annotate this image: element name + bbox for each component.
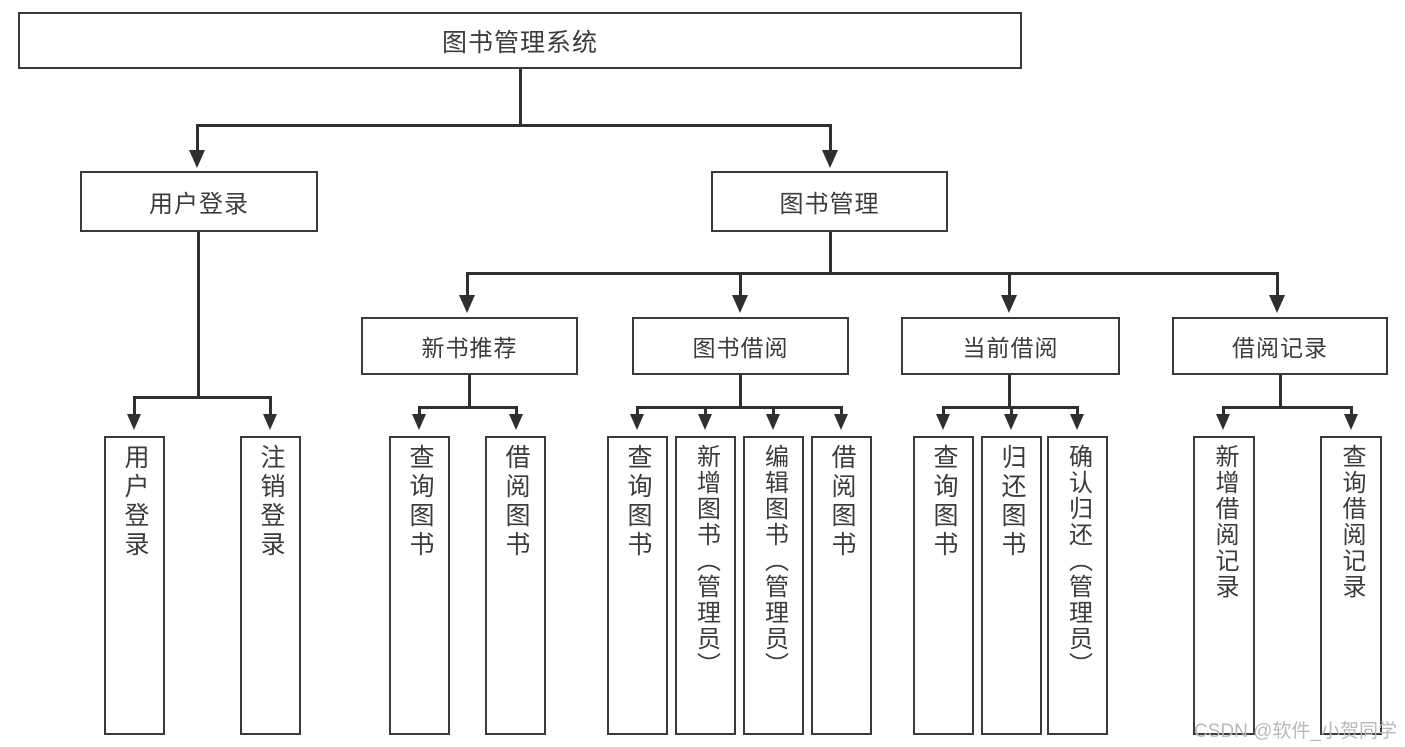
leaf-add-book-admin[interactable]: 新增图书（管理员） xyxy=(675,436,736,735)
leaf-query-book-cb[interactable]: 查询图书 xyxy=(913,436,974,735)
leaf-borrow-book-bb[interactable]: 借阅图书 xyxy=(811,436,872,735)
leaf-label: 归还图书 xyxy=(998,444,1026,560)
leaf-label: 借阅图书 xyxy=(828,444,856,560)
connector-root-to-user-login xyxy=(196,124,199,152)
leaf-borrow-book-nbr[interactable]: 借阅图书 xyxy=(485,436,546,735)
connector-bm-branch-current-borrow xyxy=(1008,272,1011,297)
connector-cb-stem xyxy=(1008,375,1011,406)
arrowhead-nbr-leaf-1 xyxy=(412,414,426,430)
connector-root-to-book-management xyxy=(829,124,832,152)
leaf-label: 编辑图书（管理员） xyxy=(760,444,788,678)
arrowhead-cb-leaf-2 xyxy=(1004,414,1018,430)
node-book-management[interactable]: 图书管理 xyxy=(711,171,948,232)
arrowhead-cb-leaf-3 xyxy=(1070,414,1084,430)
leaf-label: 借阅图书 xyxy=(502,444,530,560)
connector-book-management-stem xyxy=(829,232,832,272)
connector-user-login-branch-1 xyxy=(133,396,136,416)
node-user-login[interactable]: 用户登录 xyxy=(80,171,318,232)
arrowhead-bb-leaf-4 xyxy=(834,414,848,430)
leaf-label: 新增借阅记录 xyxy=(1210,444,1238,600)
leaf-label: 查询图书 xyxy=(930,444,958,560)
arrowhead-current-borrow xyxy=(1001,295,1017,313)
arrowhead-leaf-logout xyxy=(263,414,277,430)
arrowhead-borrow-records xyxy=(1269,295,1285,313)
arrowhead-leaf-user-login xyxy=(127,414,141,430)
arrowhead-bb-leaf-1 xyxy=(630,414,644,430)
node-label: 借阅记录 xyxy=(1232,335,1328,361)
connector-nbr-bus xyxy=(418,406,518,409)
connector-user-login-branch-2 xyxy=(269,396,272,416)
connector-bb-branch-2 xyxy=(704,406,707,416)
connector-bm-branch-book-borrow xyxy=(739,272,742,297)
arrowhead-bb-leaf-2 xyxy=(698,414,712,430)
leaf-label: 确认归还（管理员） xyxy=(1064,444,1092,678)
leaf-confirm-return-admin[interactable]: 确认归还（管理员） xyxy=(1047,436,1108,735)
arrowhead-user-login xyxy=(189,150,205,168)
arrowhead-br-leaf-2 xyxy=(1344,414,1358,430)
connector-root-bus xyxy=(196,124,832,127)
connector-nbr-branch-2 xyxy=(515,406,518,416)
arrowhead-cb-leaf-1 xyxy=(936,414,950,430)
node-new-book-recommend[interactable]: 新书推荐 xyxy=(361,317,578,375)
node-book-borrow[interactable]: 图书借阅 xyxy=(632,317,849,375)
leaf-query-book-nbr[interactable]: 查询图书 xyxy=(389,436,450,735)
connector-cb-branch-2 xyxy=(1010,406,1013,416)
leaf-label: 查询借阅记录 xyxy=(1337,444,1365,600)
leaf-user-login[interactable]: 用户登录 xyxy=(104,436,165,735)
leaf-edit-book-admin[interactable]: 编辑图书（管理员） xyxy=(743,436,804,735)
leaf-query-borrow-record[interactable]: 查询借阅记录 xyxy=(1320,436,1382,735)
connector-bm-branch-borrow-records xyxy=(1276,272,1279,297)
leaf-return-book[interactable]: 归还图书 xyxy=(981,436,1042,735)
arrowhead-nbr-leaf-2 xyxy=(509,414,523,430)
leaf-label: 查询图书 xyxy=(624,444,652,560)
connector-nbr-branch-1 xyxy=(418,406,421,416)
connector-bb-bus xyxy=(636,406,842,409)
connector-bb-branch-4 xyxy=(840,406,843,416)
leaf-label: 查询图书 xyxy=(406,444,434,560)
connector-book-management-bus xyxy=(466,272,1278,275)
connector-user-login-bus xyxy=(133,396,272,399)
node-label: 图书借阅 xyxy=(692,335,789,361)
leaf-query-book-bb[interactable]: 查询图书 xyxy=(607,436,668,735)
watermark-text: CSDN @软件_小贺同学 xyxy=(1194,721,1397,742)
leaf-add-borrow-record[interactable]: 新增借阅记录 xyxy=(1193,436,1255,735)
node-label: 新书推荐 xyxy=(421,335,518,361)
connector-bb-stem xyxy=(739,375,742,406)
arrowhead-book-management xyxy=(822,150,838,168)
connector-cb-branch-1 xyxy=(942,406,945,416)
node-label: 图书管理 xyxy=(779,191,880,218)
node-label: 用户登录 xyxy=(149,191,249,218)
leaf-logout[interactable]: 注销登录 xyxy=(240,436,301,735)
connector-bb-branch-3 xyxy=(772,406,775,416)
arrowhead-book-borrow xyxy=(732,295,748,313)
connector-bb-branch-1 xyxy=(636,406,639,416)
connector-br-bus xyxy=(1222,406,1353,409)
arrowhead-bb-leaf-3 xyxy=(766,414,780,430)
connector-nbr-stem xyxy=(468,375,471,406)
connector-br-branch-2 xyxy=(1350,406,1353,416)
leaf-label: 新增图书（管理员） xyxy=(692,444,720,678)
connector-bm-branch-new-book xyxy=(466,272,469,297)
connector-br-stem xyxy=(1279,375,1282,406)
connector-user-login-stem xyxy=(197,232,200,396)
node-root-book-management-system[interactable]: 图书管理系统 xyxy=(18,12,1022,69)
leaf-label: 用户登录 xyxy=(121,444,149,560)
leaf-label: 注销登录 xyxy=(257,444,285,560)
node-borrow-records[interactable]: 借阅记录 xyxy=(1172,317,1388,375)
connector-root-stem xyxy=(519,69,522,124)
node-label: 图书管理系统 xyxy=(441,28,598,57)
connector-cb-branch-3 xyxy=(1076,406,1079,416)
connector-br-branch-1 xyxy=(1222,406,1225,416)
arrowhead-br-leaf-1 xyxy=(1216,414,1230,430)
arrowhead-new-book-recommend xyxy=(459,295,475,313)
node-label: 当前借阅 xyxy=(962,335,1059,361)
node-current-borrow[interactable]: 当前借阅 xyxy=(901,317,1120,375)
